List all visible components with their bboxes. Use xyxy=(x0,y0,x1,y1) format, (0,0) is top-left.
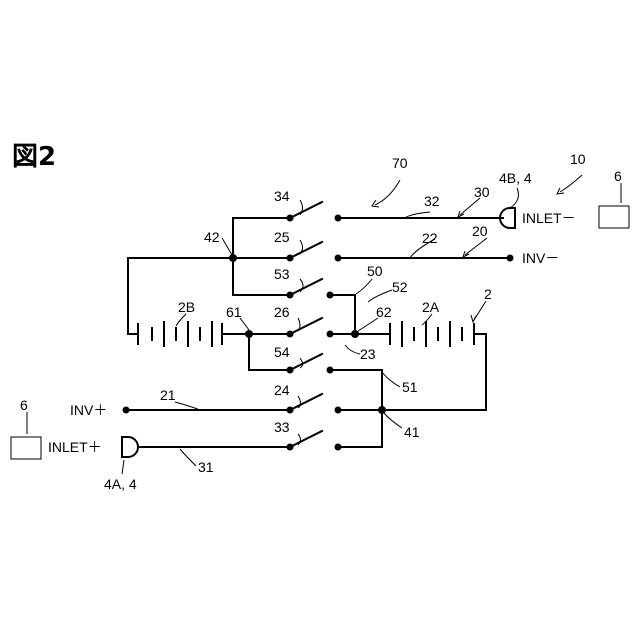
contact-25-right xyxy=(335,255,342,262)
label-inv-plus: INV＋ xyxy=(70,402,107,418)
battery-2b xyxy=(138,322,222,346)
terminal-inv-minus xyxy=(507,255,514,262)
contact-25-left xyxy=(287,255,294,262)
label-31: 31 xyxy=(198,459,214,475)
contact-26-left xyxy=(287,331,294,338)
label-30: 30 xyxy=(474,184,490,200)
contact-26-right xyxy=(327,331,334,338)
device-6-left-box xyxy=(11,437,41,459)
label-2b: 2B xyxy=(178,299,195,315)
switch-33 xyxy=(290,431,322,447)
junction-62 xyxy=(351,330,359,338)
junction-61 xyxy=(245,330,253,338)
device-6-right-box xyxy=(599,206,629,228)
contact-54-right xyxy=(327,367,334,374)
junction-41 xyxy=(378,406,386,414)
contact-53-right xyxy=(327,292,334,299)
label-33: 33 xyxy=(274,419,290,435)
label-4a-4: 4A, 4 xyxy=(104,476,137,492)
contact-33-right xyxy=(335,444,342,451)
contact-24-right xyxy=(335,407,342,414)
label-53: 53 xyxy=(274,266,290,282)
label-24: 24 xyxy=(274,382,290,398)
contact-33-left xyxy=(287,444,294,451)
contact-54-left xyxy=(287,367,294,374)
switch-24 xyxy=(290,394,322,410)
junction-42 xyxy=(229,254,237,262)
label-10: 10 xyxy=(570,151,586,167)
label-34: 34 xyxy=(274,188,290,204)
label-62: 62 xyxy=(376,304,392,320)
node-50-wiring xyxy=(330,295,355,334)
inlet-plus-connector xyxy=(122,437,138,457)
label-6-right: 6 xyxy=(614,168,622,184)
battery-2a xyxy=(390,322,486,346)
terminal-inv-plus xyxy=(123,407,130,414)
label-20: 20 xyxy=(472,223,488,239)
contact-34-right xyxy=(335,215,342,222)
label-inlet-plus: INLET＋ xyxy=(48,439,102,455)
junction-dots xyxy=(123,215,514,451)
label-51: 51 xyxy=(402,379,418,395)
label-inv-minus: INV－ xyxy=(522,250,559,266)
label-32: 32 xyxy=(424,193,440,209)
label-61: 61 xyxy=(226,304,242,320)
label-41: 41 xyxy=(404,424,420,440)
label-inlet-minus: INLET－ xyxy=(522,210,576,226)
label-6-left: 6 xyxy=(20,397,28,413)
label-4b-4: 4B, 4 xyxy=(499,170,532,186)
label-2a: 2A xyxy=(422,299,440,315)
label-21: 21 xyxy=(160,387,176,403)
contact-34-left xyxy=(287,215,294,222)
switch-54 xyxy=(290,354,322,370)
switch-25 xyxy=(290,242,322,258)
switch-53 xyxy=(290,279,322,295)
label-23: 23 xyxy=(360,346,376,362)
label-25: 25 xyxy=(274,229,290,245)
label-2: 2 xyxy=(484,286,492,302)
label-52: 52 xyxy=(392,279,408,295)
label-54: 54 xyxy=(274,344,290,360)
label-50: 50 xyxy=(367,263,383,279)
label-26: 26 xyxy=(274,304,290,320)
contact-53-left xyxy=(287,292,294,299)
contact-24-left xyxy=(287,407,294,414)
switch-26 xyxy=(290,318,322,334)
label-22: 22 xyxy=(422,230,438,246)
switch-34 xyxy=(290,202,322,218)
label-70: 70 xyxy=(392,155,408,171)
label-42: 42 xyxy=(204,229,220,245)
